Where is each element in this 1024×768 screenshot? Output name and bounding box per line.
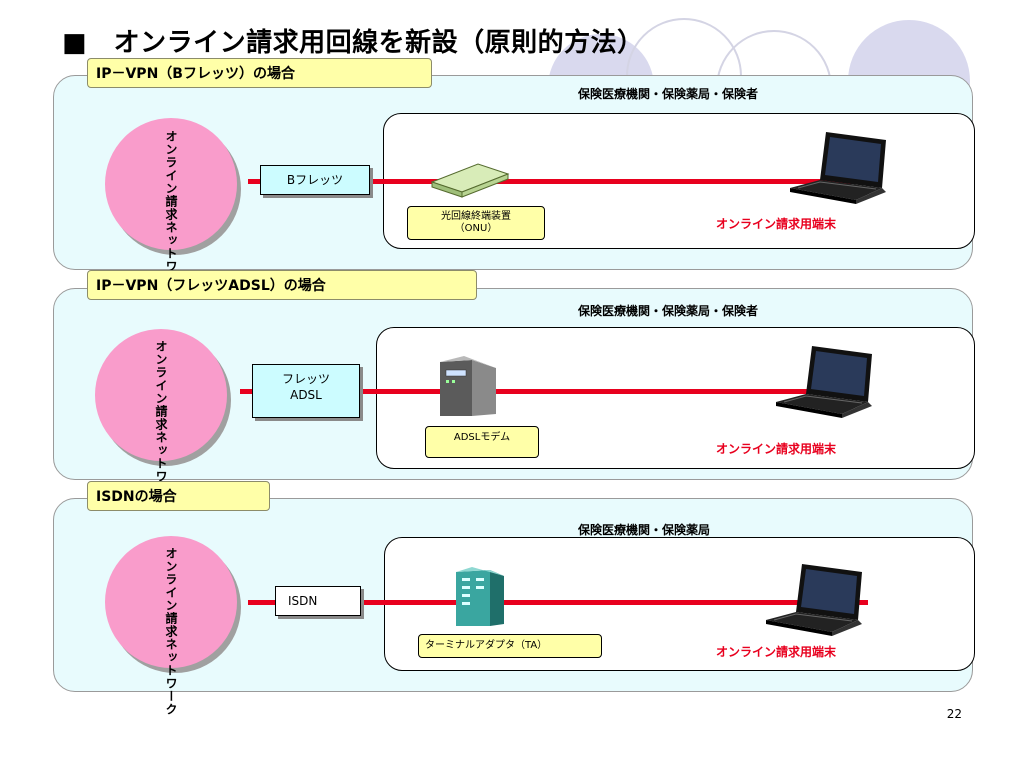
line-type-box: ISDN: [275, 586, 361, 616]
connection-line: [248, 600, 868, 605]
onu-device-icon: [430, 163, 510, 198]
facility-label: 保険医療機関・保険薬局: [578, 523, 711, 537]
laptop-icon: [766, 564, 862, 636]
section-bflets-tab: IP－VPN（Bフレッツ）の場合: [87, 58, 432, 88]
section-adsl-tab: IP－VPN（フレッツADSL）の場合: [87, 270, 477, 300]
line-type-box: フレッツ ADSL: [252, 364, 360, 418]
terminal-label: オンライン請求用端末: [716, 645, 837, 659]
facility-label: 保険医療機関・保険薬局・保険者: [578, 87, 759, 101]
network-circle: [105, 536, 237, 668]
device-label: 光回線終端装置（ONU）: [407, 206, 545, 240]
page-number: 22: [946, 707, 962, 721]
line-type-label: フレッツ ADSL: [281, 372, 330, 402]
terminal-label: オンライン請求用端末: [716, 217, 837, 231]
laptop-icon: [776, 346, 872, 418]
connection-line: [240, 389, 868, 394]
laptop-icon: [790, 132, 886, 204]
terminal-label: オンライン請求用端末: [716, 442, 837, 456]
network-circle: [105, 118, 237, 250]
device-label: ADSLモデム: [425, 426, 539, 458]
network-circle: [95, 329, 227, 461]
section-isdn-tab: ISDNの場合: [87, 481, 270, 511]
adsl-modem-icon: [440, 356, 496, 416]
line-type-box: Bフレッツ: [260, 165, 370, 195]
device-label: ターミナルアダプタ（TA）: [418, 634, 602, 658]
facility-label: 保険医療機関・保険薬局・保険者: [578, 304, 759, 318]
slide-title: ■ オンライン請求用回線を新設（原則的方法）: [62, 28, 644, 58]
network-label: オンライン請求ネットワーク: [164, 547, 178, 716]
terminal-adapter-icon: [456, 567, 504, 626]
connection-line: [248, 179, 868, 184]
network-label: オンライン請求ネットワーク: [164, 130, 178, 299]
network-label: オンライン請求ネットワーク: [154, 340, 168, 509]
